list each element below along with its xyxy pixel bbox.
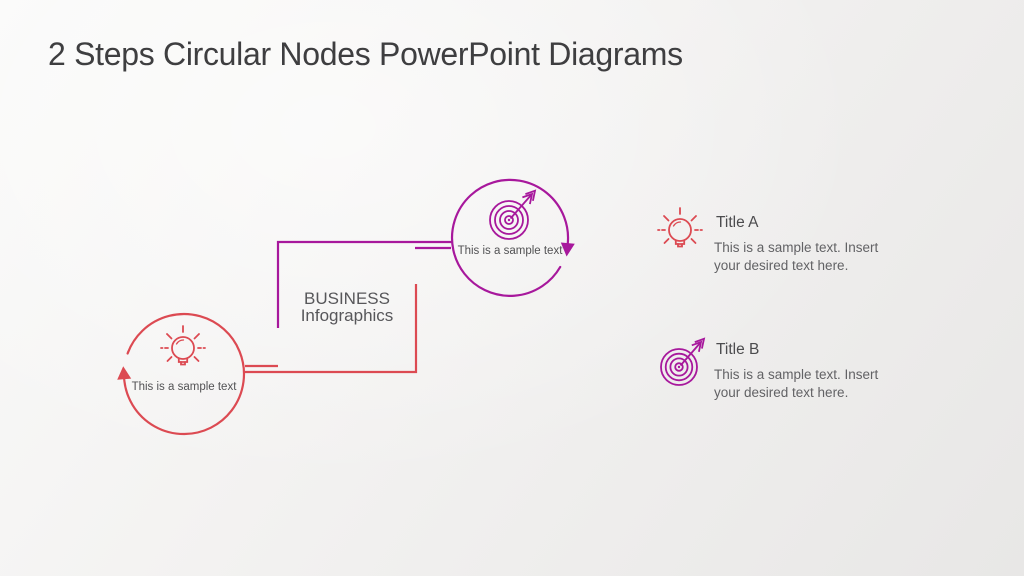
center-label-line1: BUSINESS bbox=[304, 289, 390, 308]
step-1-arrowhead-icon bbox=[117, 366, 132, 380]
lightbulb-icon bbox=[160, 325, 206, 366]
lightbulb-icon bbox=[657, 207, 703, 248]
step-2-arrowhead-icon bbox=[560, 242, 575, 257]
step-1-group bbox=[117, 284, 418, 436]
step-1-label: This is a sample text bbox=[131, 381, 237, 393]
step-1-circle-arrow bbox=[123, 313, 246, 436]
center-label-line2: Infographics bbox=[300, 306, 394, 325]
step-1-connector bbox=[244, 284, 418, 374]
legend-description-b: This is a sample text. Insert your desir… bbox=[714, 367, 879, 400]
legend-title-a: Title A bbox=[716, 214, 759, 231]
target-icon bbox=[660, 337, 706, 386]
legend-description-a: This is a sample text. Insert your desir… bbox=[714, 240, 879, 273]
legend-title-b: Title B bbox=[716, 341, 760, 358]
target-icon bbox=[489, 189, 537, 240]
slide-title: 2 Steps Circular Nodes PowerPoint Diagra… bbox=[48, 36, 683, 72]
step-2-connector bbox=[276, 240, 452, 328]
step-2-circle-arrow bbox=[450, 178, 570, 297]
step-2-label: This is a sample text bbox=[457, 245, 563, 257]
center-label: BUSINESS Infographics bbox=[276, 290, 418, 324]
step-2-group bbox=[276, 178, 575, 328]
